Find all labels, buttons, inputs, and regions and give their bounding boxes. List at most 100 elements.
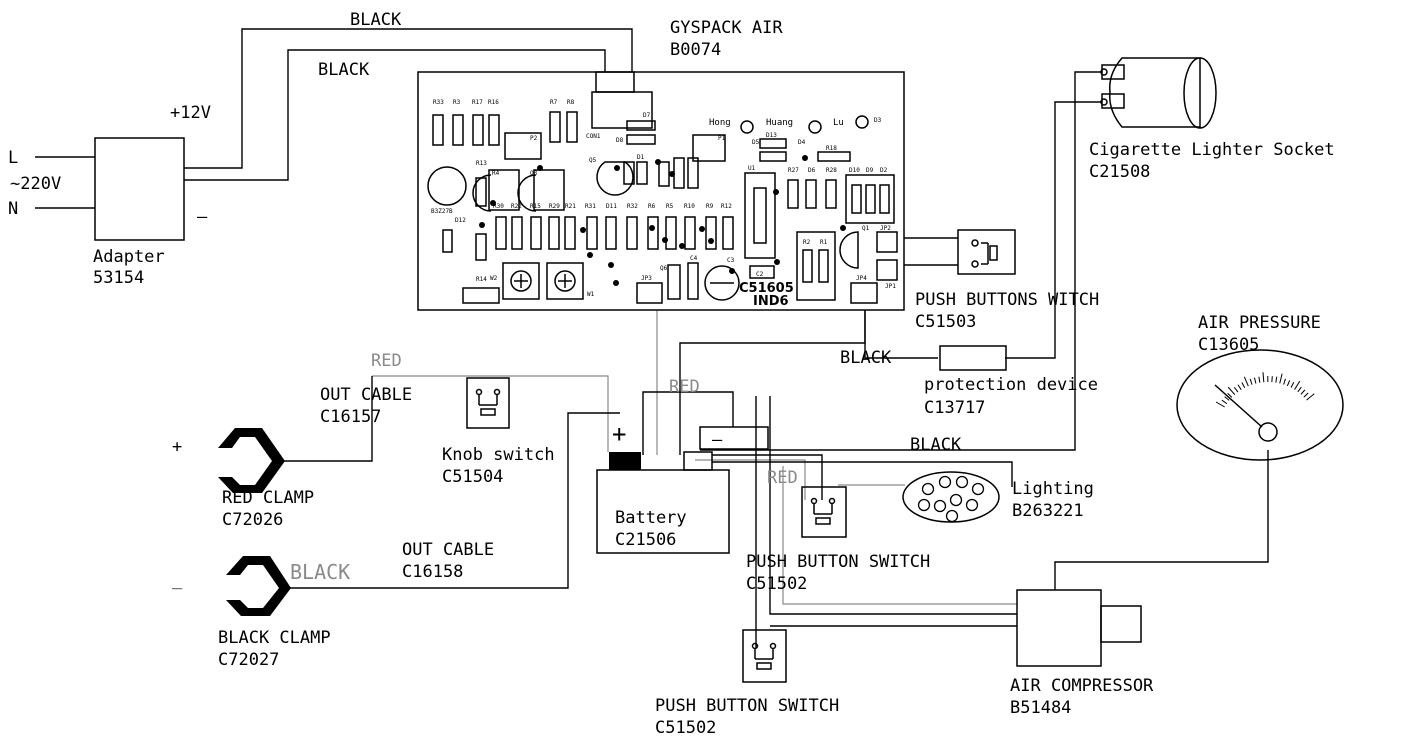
knob-switch-name: Knob switch — [442, 445, 555, 465]
out-cable-2-name: OUT CABLE — [402, 540, 494, 560]
black-clamp — [226, 556, 291, 616]
mains-l-label: L — [8, 148, 18, 168]
wire-label-black-lighting: BLACK — [910, 435, 962, 455]
svg-text:C2: C2 — [756, 271, 764, 278]
wire-outcable1 — [283, 376, 373, 462]
svg-text:W2: W2 — [490, 275, 498, 282]
push-button-bottom — [742, 629, 787, 683]
push-button-top-code: C51503 — [915, 312, 976, 332]
svg-text:R31: R31 — [585, 203, 596, 210]
red-clamp — [218, 428, 285, 493]
push-button-mid-code: C51502 — [746, 574, 807, 594]
svg-text:Hong: Hong — [709, 118, 731, 128]
svg-text:Huang: Huang — [766, 118, 793, 128]
gauge-tick — [1227, 392, 1233, 398]
wire-adapter-minus — [184, 49, 606, 181]
svg-text:Q1: Q1 — [862, 225, 870, 232]
gauge-tick — [1262, 372, 1265, 383]
gauge-tick — [1306, 393, 1315, 401]
pcb-footer-ver: IND6 — [753, 294, 789, 309]
lighting-led — [965, 498, 979, 512]
gauge-tick — [1221, 399, 1228, 405]
out-cable-2-code: C16158 — [402, 562, 463, 582]
lighting-unit — [902, 471, 1000, 523]
air-compressor — [1016, 589, 1142, 667]
wire-outcable2 — [290, 412, 620, 589]
gauge-tick — [1241, 382, 1246, 389]
svg-text:R21: R21 — [565, 203, 576, 210]
svg-text:P1: P1 — [718, 135, 726, 142]
svg-text:P2: P2 — [530, 135, 538, 142]
wire-batt-compressor-3 — [782, 466, 1017, 605]
wire-push-battery — [712, 454, 823, 500]
svg-text:R1: R1 — [820, 239, 828, 246]
gauge-tick — [1258, 376, 1261, 383]
socket-name: Cigarette Lighter Socket — [1089, 140, 1335, 160]
svg-text:Lu: Lu — [833, 118, 844, 128]
lighting-code: B263221 — [1012, 501, 1084, 521]
red-clamp-code: C72026 — [222, 510, 283, 530]
svg-text:R7: R7 — [550, 99, 558, 106]
gauge-tick — [1249, 378, 1253, 385]
svg-text:D1: D1 — [637, 154, 645, 161]
gauge-tick — [1290, 382, 1295, 388]
gauge-tick — [1303, 392, 1309, 398]
svg-text:D6: D6 — [808, 167, 816, 174]
lighting-led — [917, 498, 931, 512]
knob-switch-code: C51504 — [442, 467, 503, 487]
push-button-mid — [801, 486, 847, 538]
svg-text:R18: R18 — [826, 145, 837, 152]
gauge-code: C13605 — [1198, 335, 1259, 355]
svg-text:R32: R32 — [627, 203, 638, 210]
svg-text:CON1: CON1 — [586, 133, 601, 140]
svg-text:Q3: Q3 — [530, 170, 538, 177]
push-button-bottom-name: PUSH BUTTON SWITCH — [655, 696, 839, 716]
pcb-buzzer — [427, 166, 467, 206]
wire-pcb-battery-1 — [679, 310, 866, 455]
svg-text:D7: D7 — [643, 112, 651, 119]
svg-text:R30: R30 — [493, 203, 504, 210]
svg-text:R2: R2 — [803, 239, 811, 246]
protection-name: protection device — [924, 375, 1098, 395]
svg-text:D12: D12 — [455, 217, 466, 224]
push-button-bottom-code: C51502 — [655, 718, 716, 738]
pcb-u1 — [744, 172, 776, 259]
svg-text:R8: R8 — [567, 99, 575, 106]
svg-text:D9: D9 — [866, 167, 874, 174]
protection-code: C13717 — [924, 398, 985, 418]
lighting-led — [945, 509, 959, 523]
gauge-tick — [1283, 378, 1286, 385]
svg-text:D3: D3 — [874, 117, 882, 124]
pcb-solder-dots — [479, 155, 846, 286]
battery-minus-label: — — [712, 430, 723, 450]
protection-device — [939, 345, 1007, 371]
lighting-led — [955, 475, 969, 489]
gauge-tick — [1275, 376, 1278, 383]
gauge-name: AIR PRESSURE — [1198, 313, 1321, 333]
svg-text:R33: R33 — [433, 99, 444, 106]
out-cable-1-name: OUT CABLE — [320, 385, 412, 405]
plus-12v-label: +12V — [170, 103, 211, 123]
pcb-mid-resistors: R30 R22 R15 R29 R21 R31 D11 R32 R6 R5 R1… — [493, 203, 734, 250]
wire-label-black-clamp: BLACK — [290, 560, 350, 584]
svg-text:R29: R29 — [549, 203, 560, 210]
knob-switch — [466, 377, 510, 429]
wire-label-red-push: RED — [767, 468, 798, 488]
svg-text:R15: R15 — [530, 203, 541, 210]
lighting-led — [938, 475, 952, 489]
wire-label-red-batt: RED — [669, 377, 700, 397]
gauge-tick — [1227, 386, 1236, 395]
svg-text:JP4: JP4 — [856, 275, 867, 282]
svg-text:D11: D11 — [606, 203, 617, 210]
lighting-led — [921, 482, 935, 496]
red-clamp-name: RED CLAMP — [222, 488, 314, 508]
svg-text:B3Z27B: B3Z27B — [431, 208, 453, 215]
svg-text:D13: D13 — [766, 132, 777, 139]
svg-text:U1: U1 — [748, 165, 756, 172]
minus-terminal-label: _ — [172, 570, 183, 590]
svg-text:R3: R3 — [453, 99, 461, 106]
svg-text:R13: R13 — [476, 160, 487, 167]
battery-plus-label: + — [612, 420, 626, 448]
lighting-led — [933, 499, 947, 513]
svg-text:D8: D8 — [616, 137, 624, 144]
